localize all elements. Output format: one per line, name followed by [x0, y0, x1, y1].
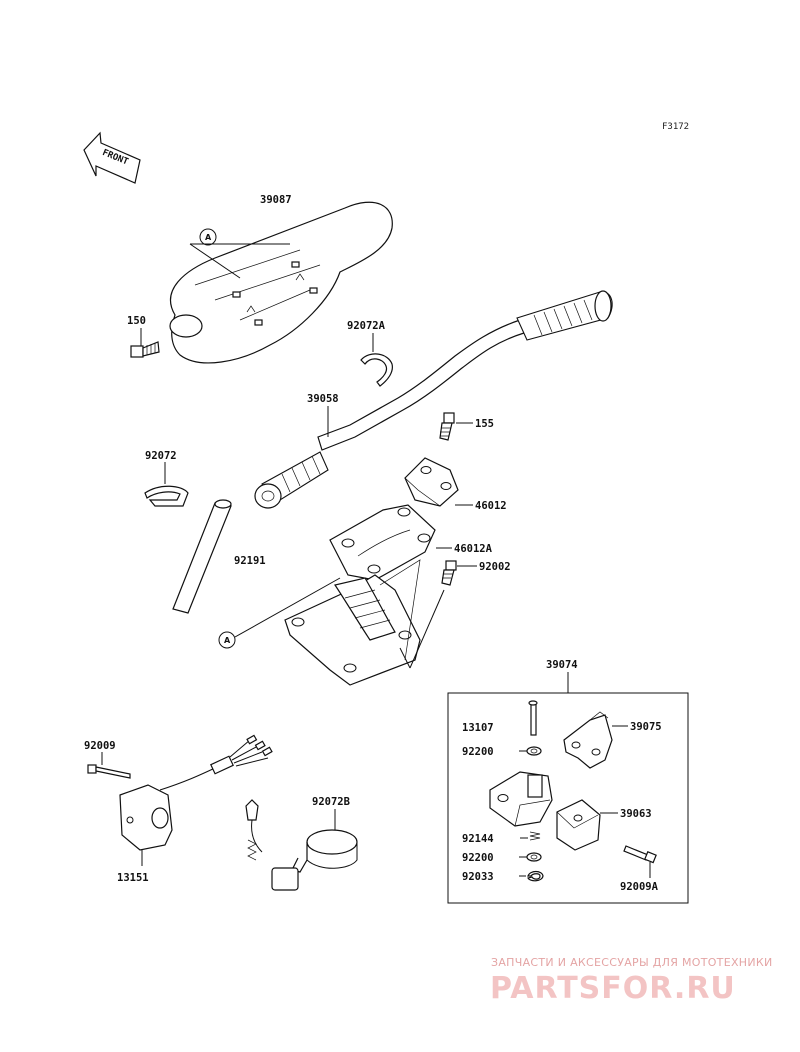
clamp-92072A — [360, 353, 393, 387]
bolt-92002 — [441, 560, 457, 586]
snap-ring-92033 — [527, 870, 544, 882]
label-39074: 39074 — [546, 659, 578, 671]
washer-92200-bottom — [526, 852, 542, 862]
bolt-92009A — [623, 845, 657, 864]
lever-housing — [489, 771, 553, 827]
bolt-150 — [130, 341, 160, 358]
callout-a-top-label: A — [205, 233, 212, 242]
holder-46012A — [329, 504, 436, 581]
label-92144: 92144 — [462, 833, 494, 845]
label-13107: 13107 — [462, 722, 494, 734]
clamp-92072B — [245, 799, 358, 891]
lever-39075 — [563, 711, 613, 769]
label-39087: 39087 — [260, 194, 292, 206]
label-39063: 39063 — [620, 808, 652, 820]
screw-92009 — [87, 764, 131, 779]
label-92072A: 92072A — [347, 320, 386, 332]
pin-13107 — [528, 700, 538, 736]
handlebar-39058 — [254, 290, 613, 509]
callout-a-bottom-label: A — [224, 636, 231, 645]
label-39075: 39075 — [630, 721, 662, 733]
label-92009: 92009 — [84, 740, 116, 752]
label-92200-bottom: 92200 — [462, 852, 494, 864]
label-92072B: 92072B — [312, 796, 350, 808]
label-92002: 92002 — [479, 561, 511, 573]
label-13151: 13151 — [117, 872, 149, 884]
steering-base — [284, 559, 421, 686]
label-39058: 39058 — [307, 393, 339, 405]
label-46012: 46012 — [475, 500, 507, 512]
label-92033: 92033 — [462, 871, 494, 883]
watermark-tagline: ЗАПЧАСТИ И АКСЕССУАРЫ ДЛЯ МОТОТЕХНИКИ — [491, 956, 773, 969]
holder-46012 — [404, 457, 459, 507]
clamp-92072 — [144, 485, 189, 507]
label-92200-top: 92200 — [462, 746, 494, 758]
front-arrow-icon: FRONT — [83, 131, 141, 184]
label-155: 155 — [475, 418, 494, 430]
bolt-155 — [439, 412, 455, 441]
spring-92144 — [529, 831, 541, 841]
handlebar-cover-39087 — [169, 201, 393, 364]
callout-a-bottom — [218, 631, 236, 649]
label-46012A: 46012A — [454, 543, 493, 555]
switch-13151 — [119, 734, 273, 851]
assembly-39074-box — [447, 692, 689, 904]
label-150: 150 — [127, 315, 146, 327]
label-92009A: 92009A — [620, 881, 659, 893]
watermark-brand: PARTSFOR.RU — [490, 971, 736, 1006]
figure-code: F3172 — [662, 122, 689, 132]
label-92072: 92072 — [145, 450, 177, 462]
hose-92191 — [172, 499, 232, 614]
label-92191: 92191 — [234, 555, 266, 567]
callout-a-top — [199, 228, 217, 246]
block-39063 — [556, 799, 601, 851]
washer-92200-top — [526, 746, 542, 756]
